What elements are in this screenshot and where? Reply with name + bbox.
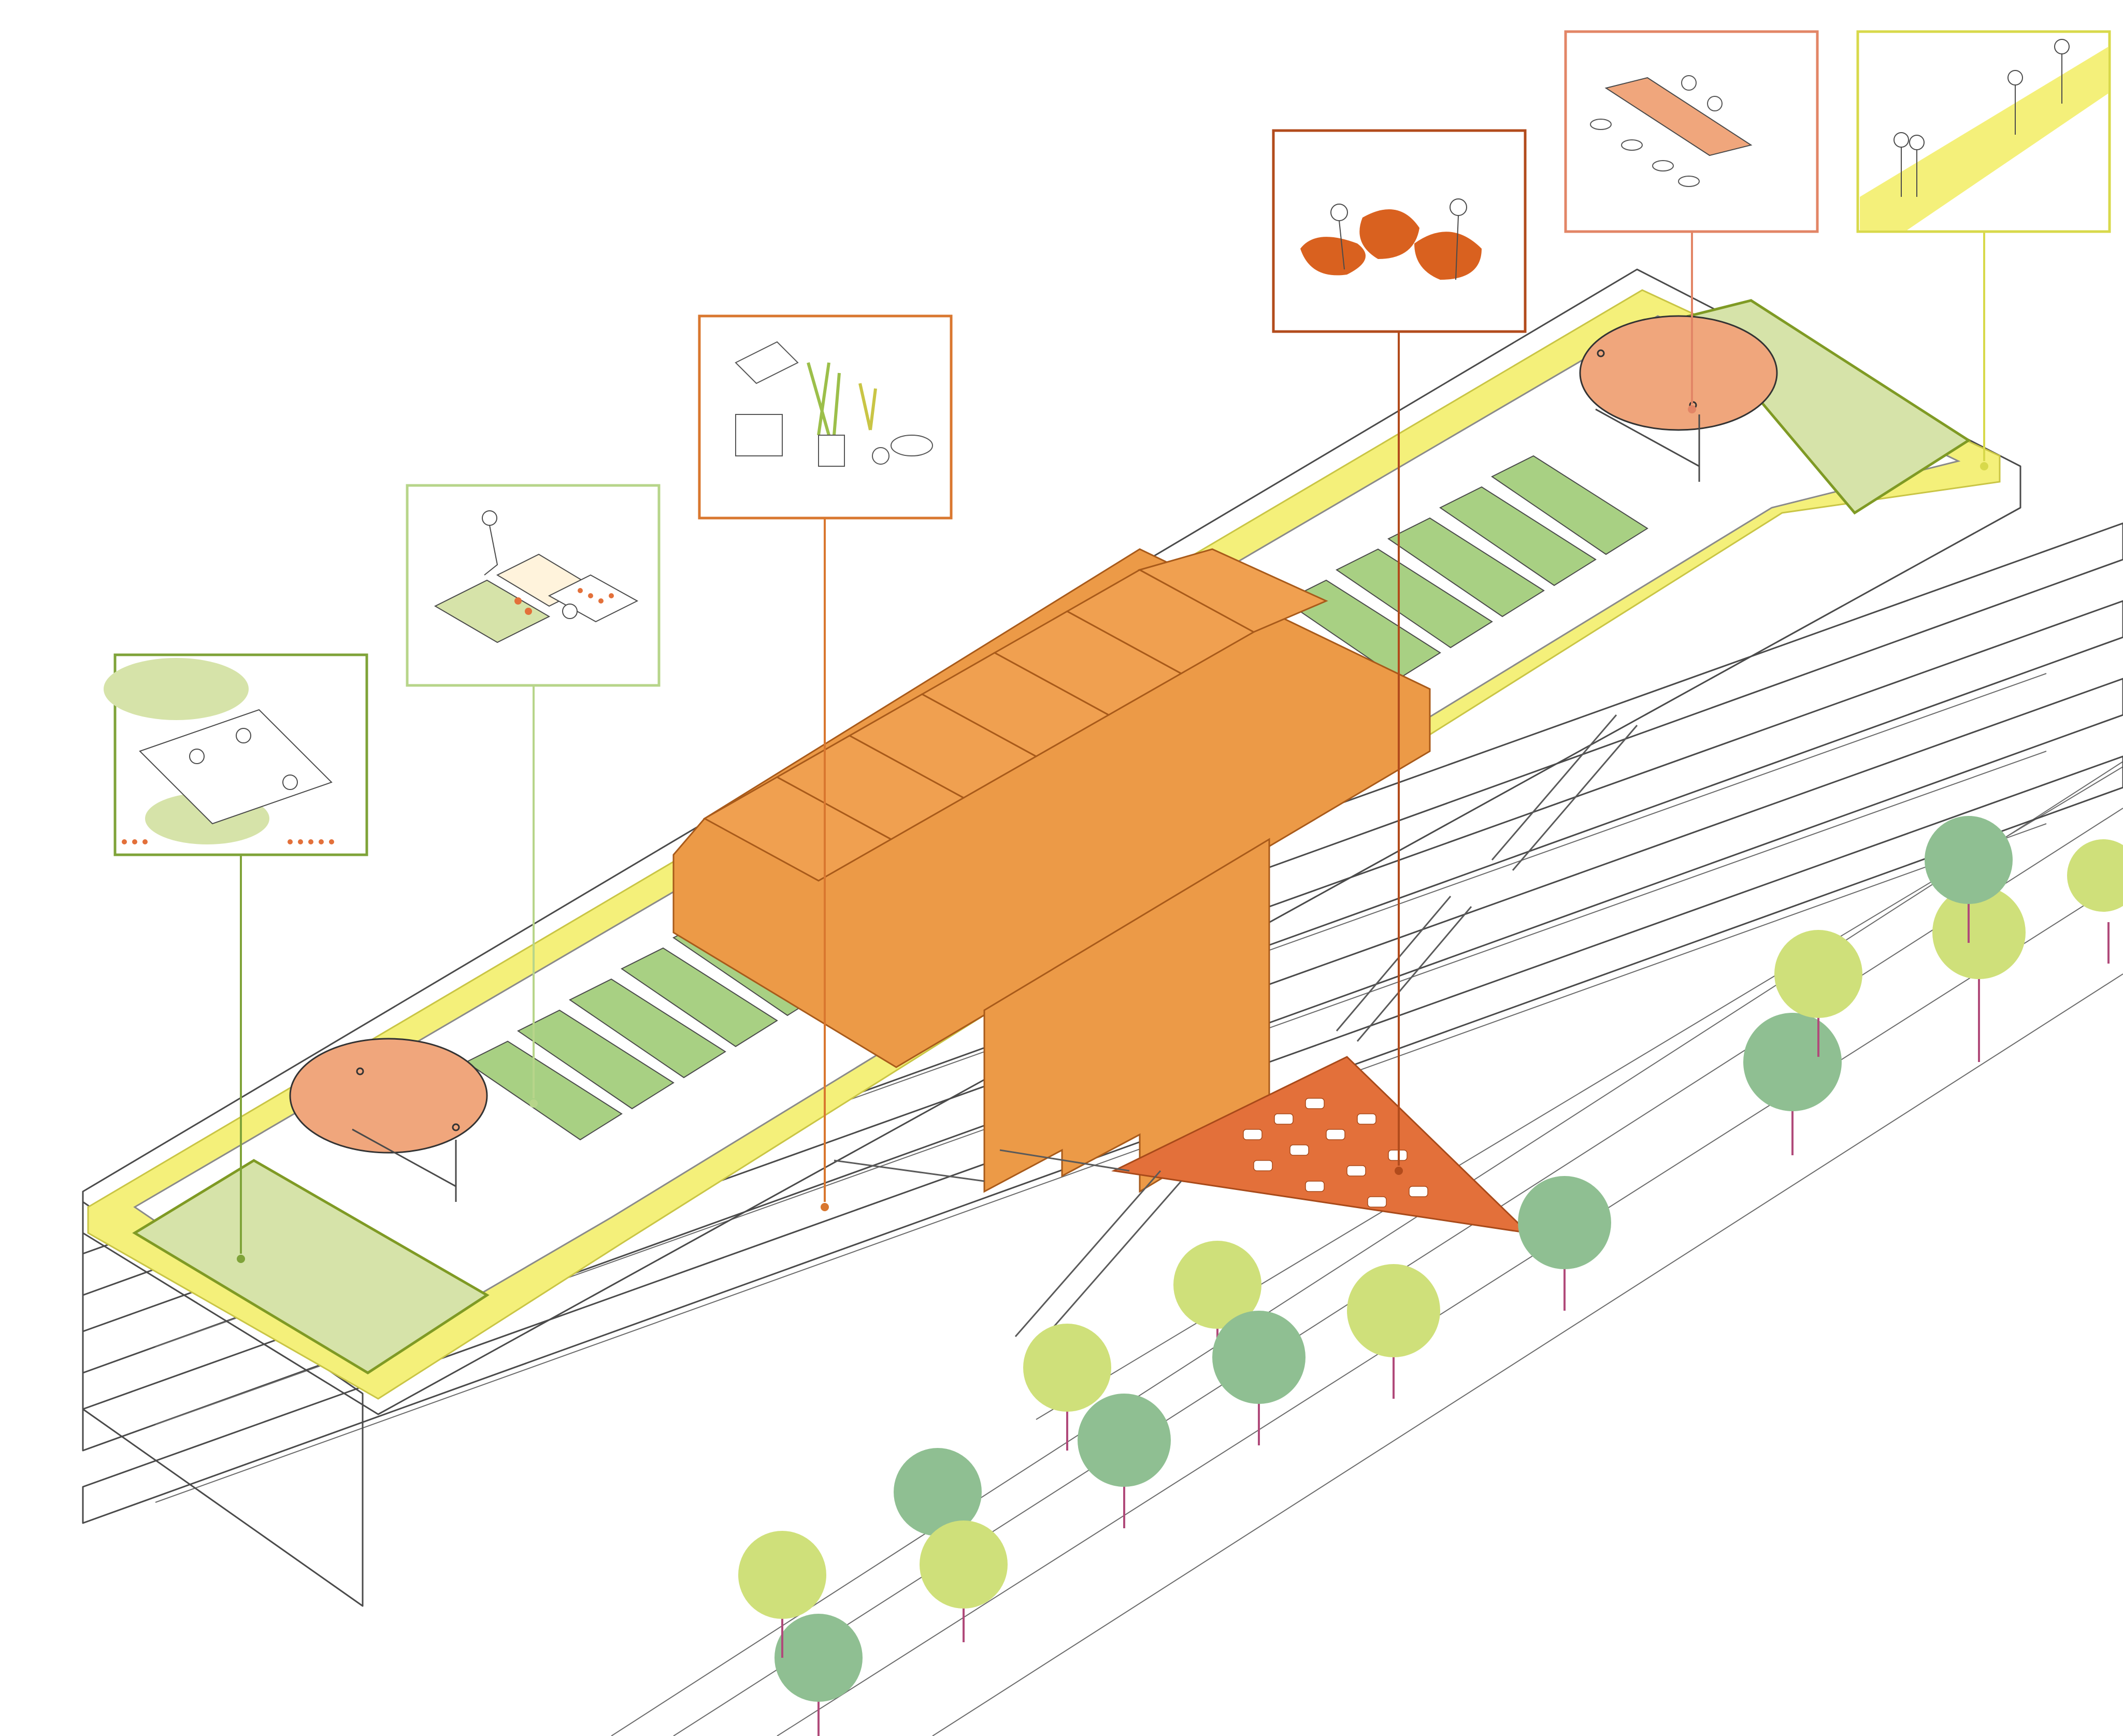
tree [774,1614,863,1736]
seating-pods-icon [1300,198,1482,280]
callout-garden-beds [406,484,661,687]
tree [738,1531,826,1658]
callout-leaders [237,231,1988,1263]
lawn-left [132,1159,490,1374]
building-lower-floors [82,522,2123,1607]
tree [2067,839,2123,964]
terrace-triangle [1111,1056,1531,1235]
tree [1932,886,2026,1062]
tree [1212,1311,1306,1445]
greenhouse [672,548,1431,1193]
roof-slab [82,268,2021,1415]
callout-dining-table [1564,30,1819,233]
gardening-person-icon [434,510,639,643]
stairs [834,714,1638,1347]
dining-table-icon [1590,75,1753,187]
callout-walkway [1856,30,2111,233]
callout-seating-pods [1272,129,1527,333]
greenhouse-shaft [983,838,1270,1193]
callout-picnic-lawn [104,653,368,856]
tree [1925,816,2013,943]
lounge-plants-icon [735,341,933,467]
tree [1347,1264,1440,1399]
greenhouse-body [672,548,1431,1068]
tree [1023,1324,1111,1451]
tree [920,1520,1008,1642]
garden-beds-right [1284,455,1648,680]
tree [1743,1013,1842,1155]
callout-greenhouse-lounge [698,314,953,520]
picnic-people-icon [104,658,334,844]
tree [1774,930,1862,1057]
canopy-right [1579,315,1778,482]
walking-people-icon [1860,39,2108,231]
tree [1078,1394,1171,1528]
tree [1518,1176,1611,1311]
street-trees [738,816,2123,1736]
canopy-left [289,1038,488,1202]
